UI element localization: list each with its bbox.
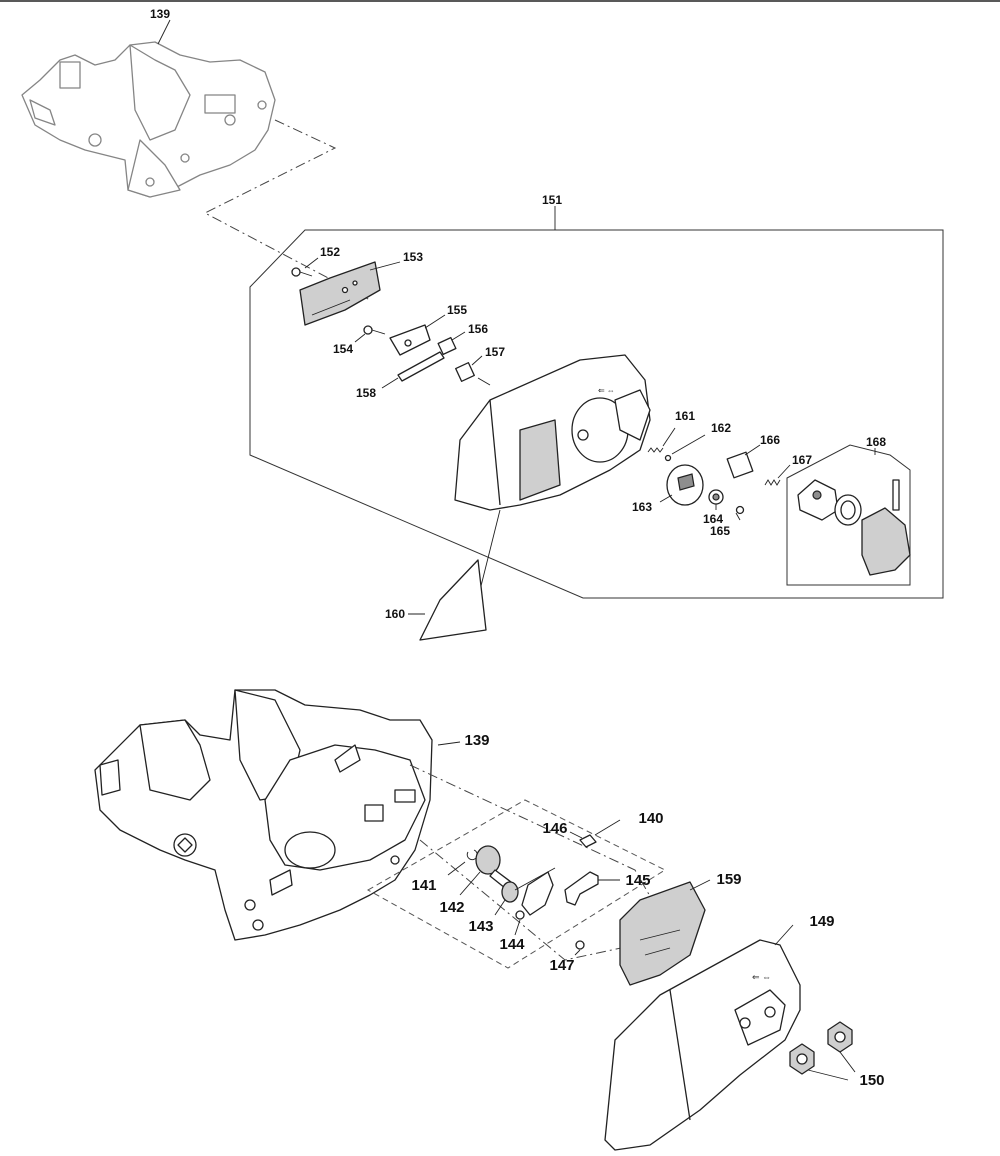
part-159-guide-plate [619,879,711,986]
svg-text:⇐ ⇔: ⇐ ⇔ [752,972,771,982]
part-150-nuts [789,1021,856,1081]
part-153-plate [299,261,401,326]
label-153: 153 [403,250,423,264]
label-157: 157 [485,345,505,359]
label-156: 156 [468,322,488,336]
part-163-lever [659,464,704,506]
label-147: 147 [549,957,574,974]
part-168-chain-tensioner [797,479,911,576]
label-167: 167 [792,453,812,467]
assembly-frame-151 [249,229,944,599]
part-167-spring [764,464,791,486]
part-149-sprocket-cover: ⇐ ⇔ [604,924,801,1151]
part-162-ball [664,434,706,462]
part-156-nut [437,331,466,356]
label-168: 168 [866,435,886,449]
label-158: 158 [356,386,376,400]
svg-text:⇐ ⇔: ⇐ ⇔ [598,386,615,395]
crankcase-housing-top [21,41,276,198]
label-145: 145 [625,872,650,889]
part-154-screw [354,325,386,343]
label-164: 164 [703,512,723,526]
crankcase-housing-bottom [94,689,433,941]
part-155-bracket [389,314,446,356]
label-161: 161 [675,409,695,423]
label-140: 140 [638,810,663,827]
part-152-screw [291,257,319,277]
alignment-line-bottom-2 [419,839,636,961]
part-146-block [569,831,597,848]
label-146: 146 [542,820,567,837]
label-166: 166 [760,433,780,447]
part-160-sticker [419,559,487,641]
part-157-nut [455,355,491,386]
part-144-oil-pump [514,871,554,936]
assembly-frame-168 [786,444,911,586]
label-154: 154 [333,342,353,356]
label-159: 159 [716,871,741,888]
part-145-bracket [564,871,620,906]
label-144: 144 [499,936,525,953]
label-152: 152 [320,245,340,259]
label-150: 150 [859,1072,884,1089]
part-165-screw [735,505,745,521]
alignment-line-bottom-1 [409,764,656,906]
part-147-screw [574,940,585,956]
label-162: 162 [711,421,731,435]
alignment-line-top [203,119,371,301]
part-161-spring [647,427,676,453]
label-142: 142 [439,899,464,916]
assembly-frame-140 [366,799,667,969]
label-151: 151 [542,193,562,207]
label-141: 141 [411,877,436,894]
label-155: 155 [447,303,467,317]
part-166-nut [726,444,761,479]
label-160: 160 [385,607,405,621]
part-141-circlip [447,849,478,876]
label-143: 143 [468,918,493,935]
part-158-pin [381,351,445,389]
part-164-washer [708,489,724,510]
label-163: 163 [632,500,652,514]
label-165: 165 [710,524,730,538]
part-151-sprocket-cover: ⇐ ⇔ [454,354,651,511]
label-149: 149 [809,913,834,930]
label-139-top: 139 [150,7,170,21]
label-139-bottom: 139 [464,732,489,749]
